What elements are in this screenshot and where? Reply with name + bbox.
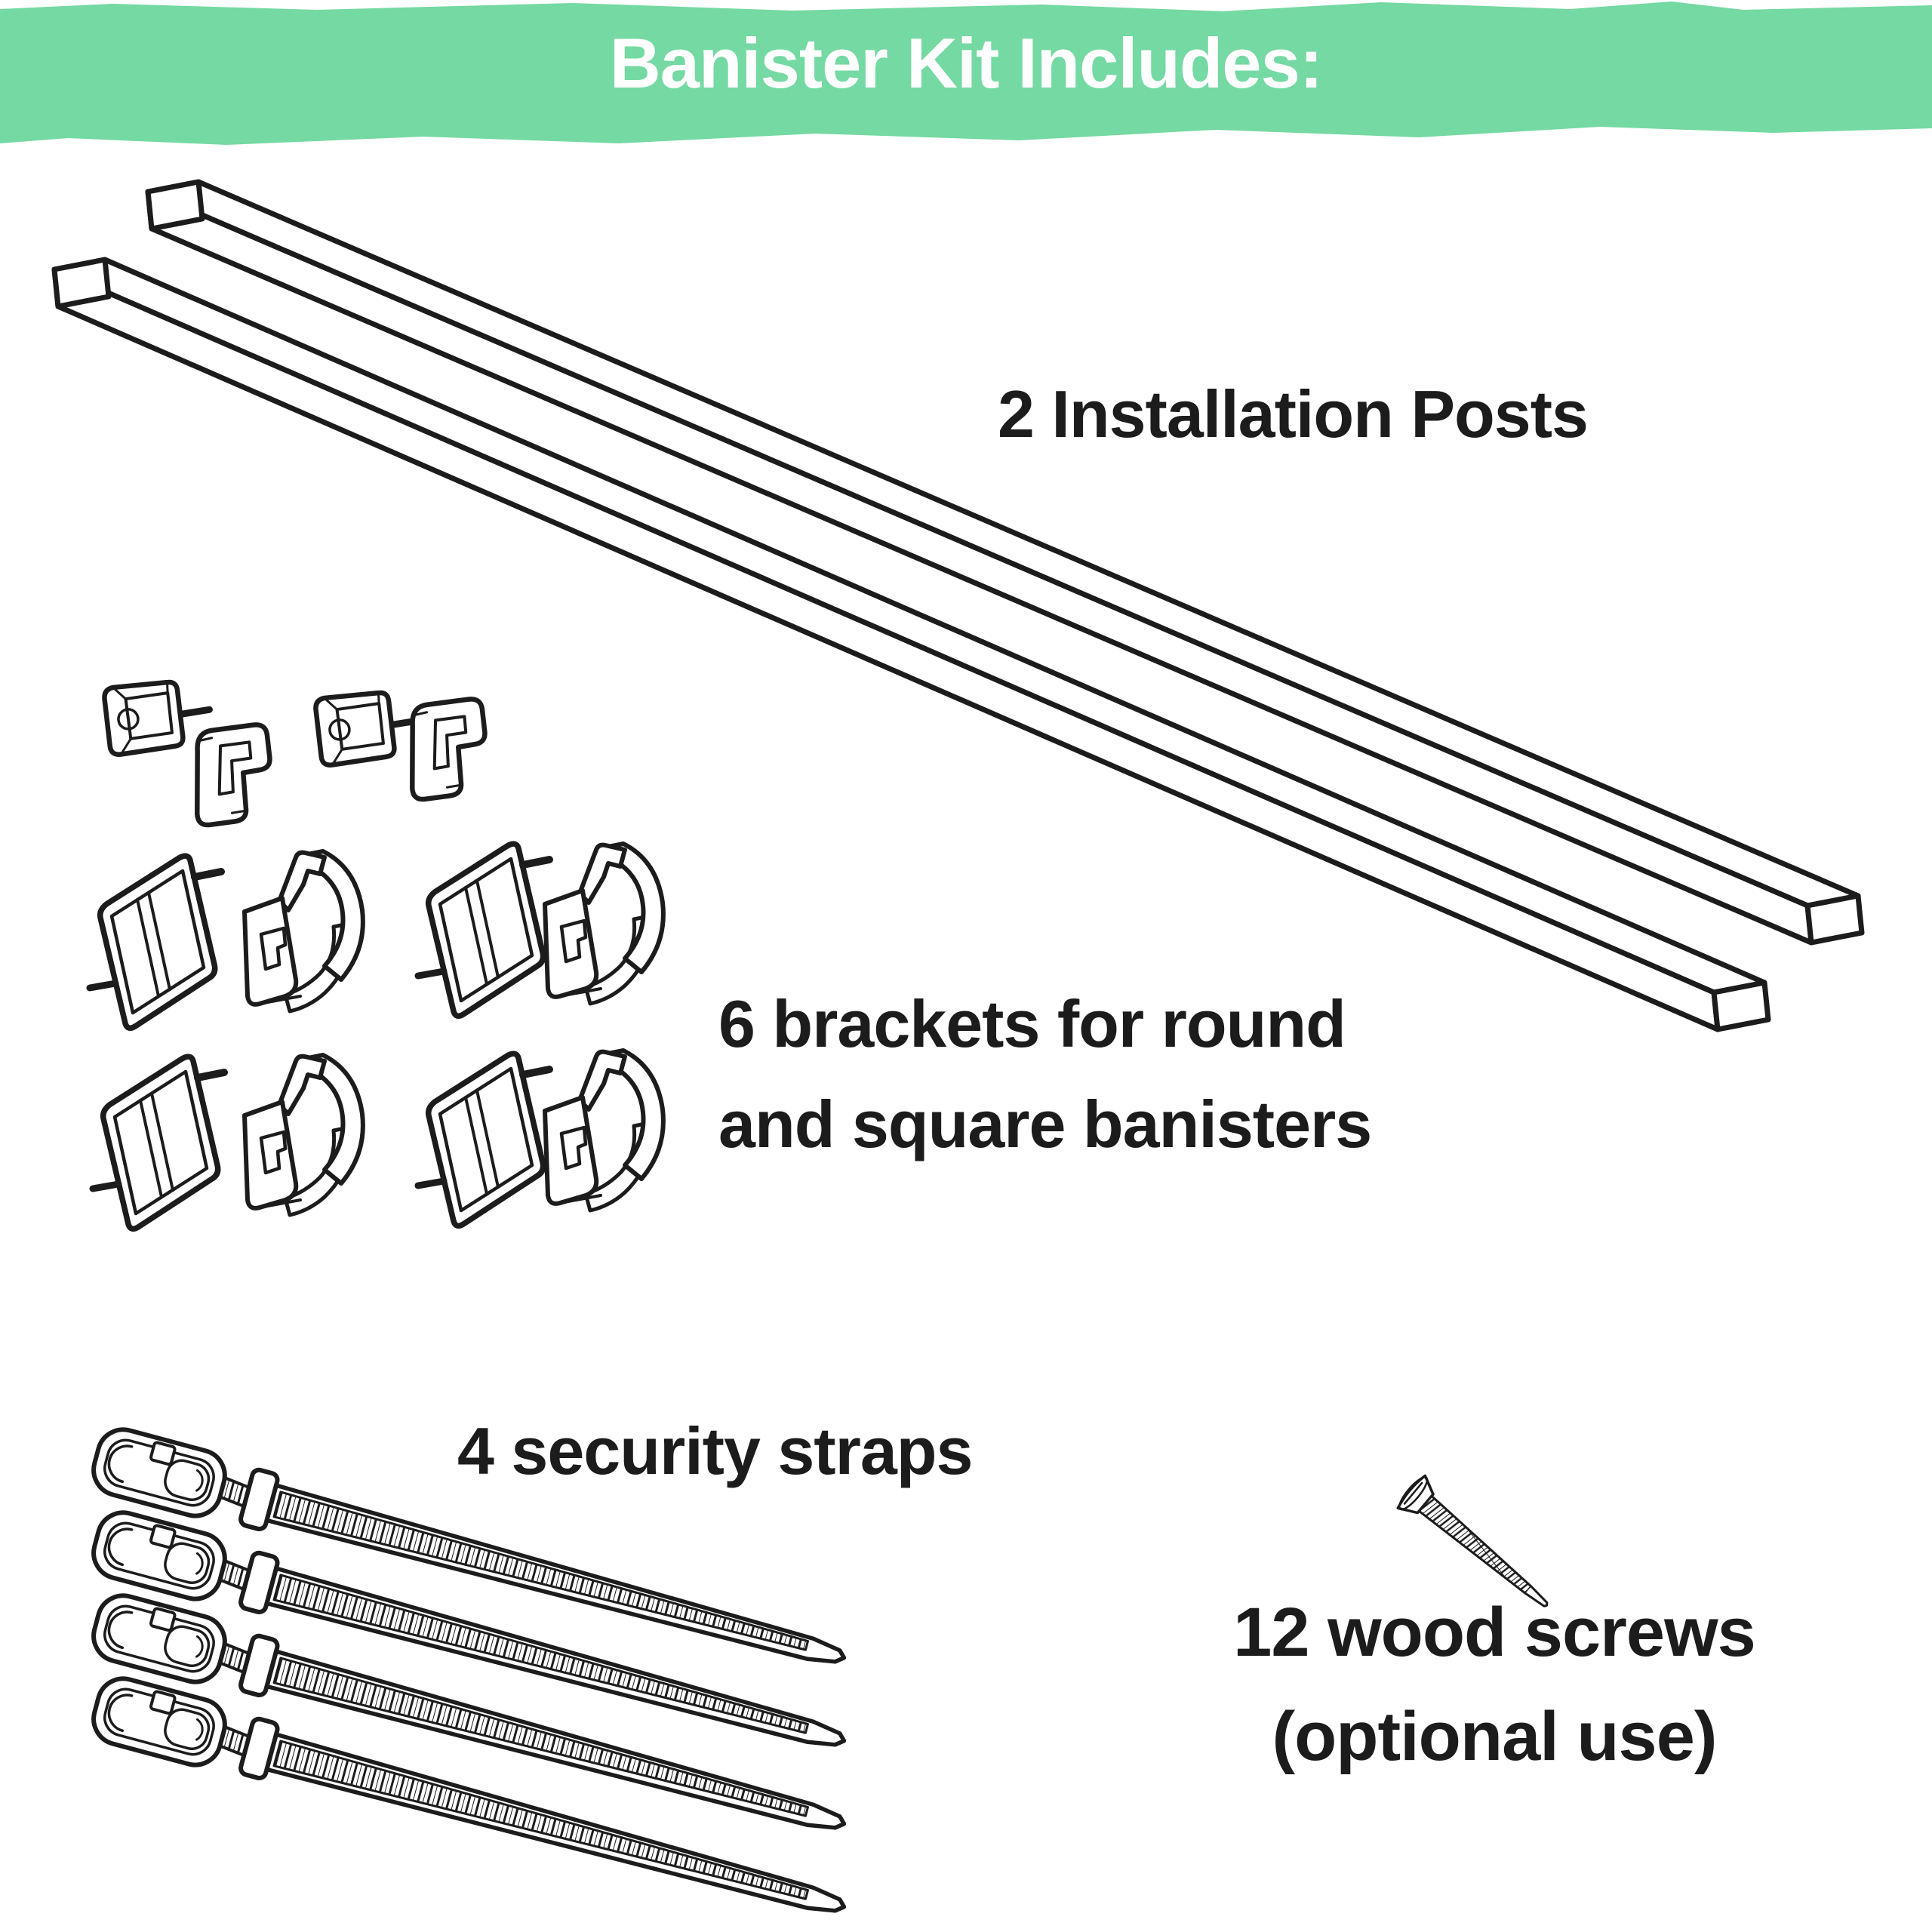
brackets-label-line2: and square banisters: [718, 1087, 1372, 1161]
curved-bracket-icon: [245, 1055, 363, 1215]
installation-posts-illustration: [51, 179, 1865, 1032]
corner-clip-icon: [408, 696, 487, 802]
installation-posts-label: 2 Installation Posts: [998, 377, 1589, 451]
end-cap-clip-icon: [315, 691, 423, 765]
wood-screws-label: 12 wood screws (optional use): [1192, 1580, 1796, 1789]
header-banner: [0, 2, 1932, 145]
wood-screws-label-line1: 12 wood screws: [1233, 1594, 1756, 1671]
brackets-label-line1: 6 brackets for round: [718, 986, 1346, 1061]
wood-screws-label-line2: (optional use): [1272, 1698, 1717, 1775]
corner-clip-icon: [193, 721, 272, 828]
curved-bracket-icon: [545, 844, 663, 1004]
curved-bracket-icon: [545, 1051, 663, 1211]
mounting-plate-icon: [90, 856, 221, 1028]
mounting-plate-icon: [418, 1054, 549, 1226]
security-straps-label: 4 security straps: [457, 1414, 973, 1488]
brackets-label: 6 brackets for round and square banister…: [718, 974, 1372, 1174]
mounting-plate-icon: [93, 1057, 224, 1229]
banner-title: Banister Kit Includes:: [609, 23, 1323, 103]
mounting-plate-icon: [418, 844, 549, 1016]
curved-bracket-icon: [245, 851, 363, 1011]
